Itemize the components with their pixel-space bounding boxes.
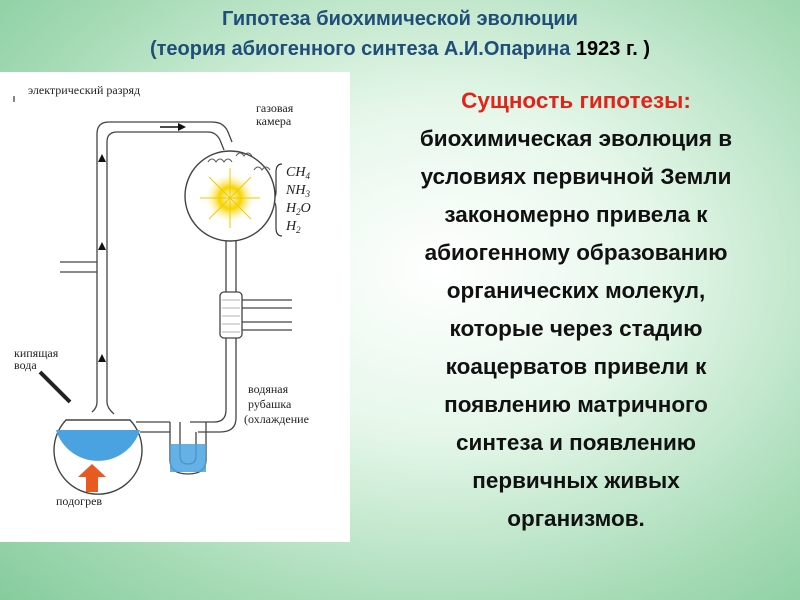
spark-rays (200, 168, 260, 228)
glass-tubing (13, 96, 237, 475)
title-year: 1923 г. ) (575, 38, 651, 60)
label-gas-chamber-1: газовая (256, 101, 294, 115)
label-heating: подогрев (56, 494, 102, 508)
title-line-1: Гипотеза биохимической эволюции (222, 8, 578, 30)
hypothesis-line: появлению матричного (444, 392, 708, 417)
formula-h2o: H2O (285, 201, 311, 217)
hypothesis-line: синтеза и появлению (455, 430, 697, 455)
hypothesis-line: органических молекул, (446, 278, 706, 303)
jacket-pipes (242, 299, 292, 331)
hypothesis-line: биохимическая эволюция в (419, 126, 733, 151)
hypothesis-line: организмов. (507, 506, 645, 531)
title-theory: (теория абиогенного синтеза А.И.Опарина (149, 38, 576, 60)
label-gas-chamber-2: камера (256, 114, 292, 128)
water-jacket (219, 291, 243, 339)
flask-inlet (38, 370, 72, 404)
label-discharge: электрический разряд (28, 83, 140, 97)
label-jacket-2: рубашка (248, 397, 292, 411)
hypothesis-line: первичных живых (472, 468, 680, 493)
heating-arrow-icon (78, 464, 106, 492)
miller-apparatus-diagram: электрический разряд газовая камера кипя… (0, 72, 350, 542)
hypothesis-text: Сущность гипотезы: биохимическая эволюци… (352, 82, 800, 538)
water-fill (56, 430, 140, 461)
formula-nh3: NH3 (285, 183, 310, 199)
label-jacket-3: (охлаждение (244, 412, 309, 426)
hypothesis-line: абиогенному образованию (424, 240, 728, 265)
formula-h2: H2 (285, 219, 301, 235)
label-boiling-1: кипящая (14, 346, 59, 360)
hypothesis-line: условиях первичной Земли (420, 164, 732, 189)
trap-water (170, 444, 206, 472)
hypothesis-heading: Сущность гипотезы: (461, 88, 691, 113)
hypothesis-line: которые через стадию (449, 316, 703, 341)
label-jacket-1: водяная (248, 382, 289, 396)
title-line-2: (теория абиогенного синтеза А.И.Опарина … (0, 38, 800, 61)
electrode-coils-icon (207, 152, 271, 171)
flow-arrows (98, 123, 186, 362)
apparatus-svg: электрический разряд газовая камера кипя… (13, 83, 311, 508)
label-boiling-2: вода (14, 358, 37, 372)
hypothesis-line: коацерватов привели к (445, 354, 707, 379)
hypothesis-line: закономерно привела к (444, 202, 708, 227)
jacket-hatch (222, 299, 240, 333)
formula-ch4: CH4 (286, 165, 310, 181)
